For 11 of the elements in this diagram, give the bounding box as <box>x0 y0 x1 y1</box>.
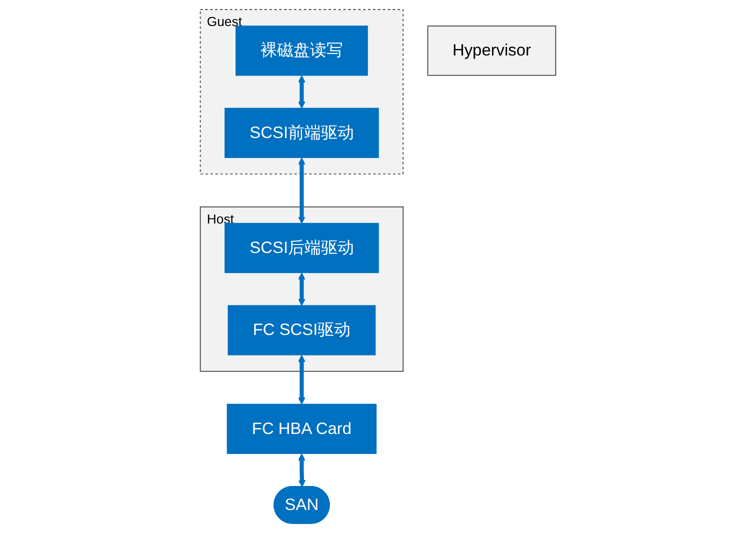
arrow <box>298 454 306 488</box>
node-box: SCSI后端驱动 <box>224 222 379 274</box>
node-box: FC SCSI驱动 <box>228 305 376 356</box>
arrow <box>298 75 306 109</box>
arrow <box>298 272 306 306</box>
node-box: FC HBA Card <box>226 404 377 454</box>
arrow <box>298 354 306 405</box>
node-box: 裸磁盘读写 <box>236 26 368 76</box>
node-box: Hypervisor <box>427 26 556 76</box>
arrow <box>298 158 306 224</box>
node-box: SCSI前端驱动 <box>224 108 379 158</box>
